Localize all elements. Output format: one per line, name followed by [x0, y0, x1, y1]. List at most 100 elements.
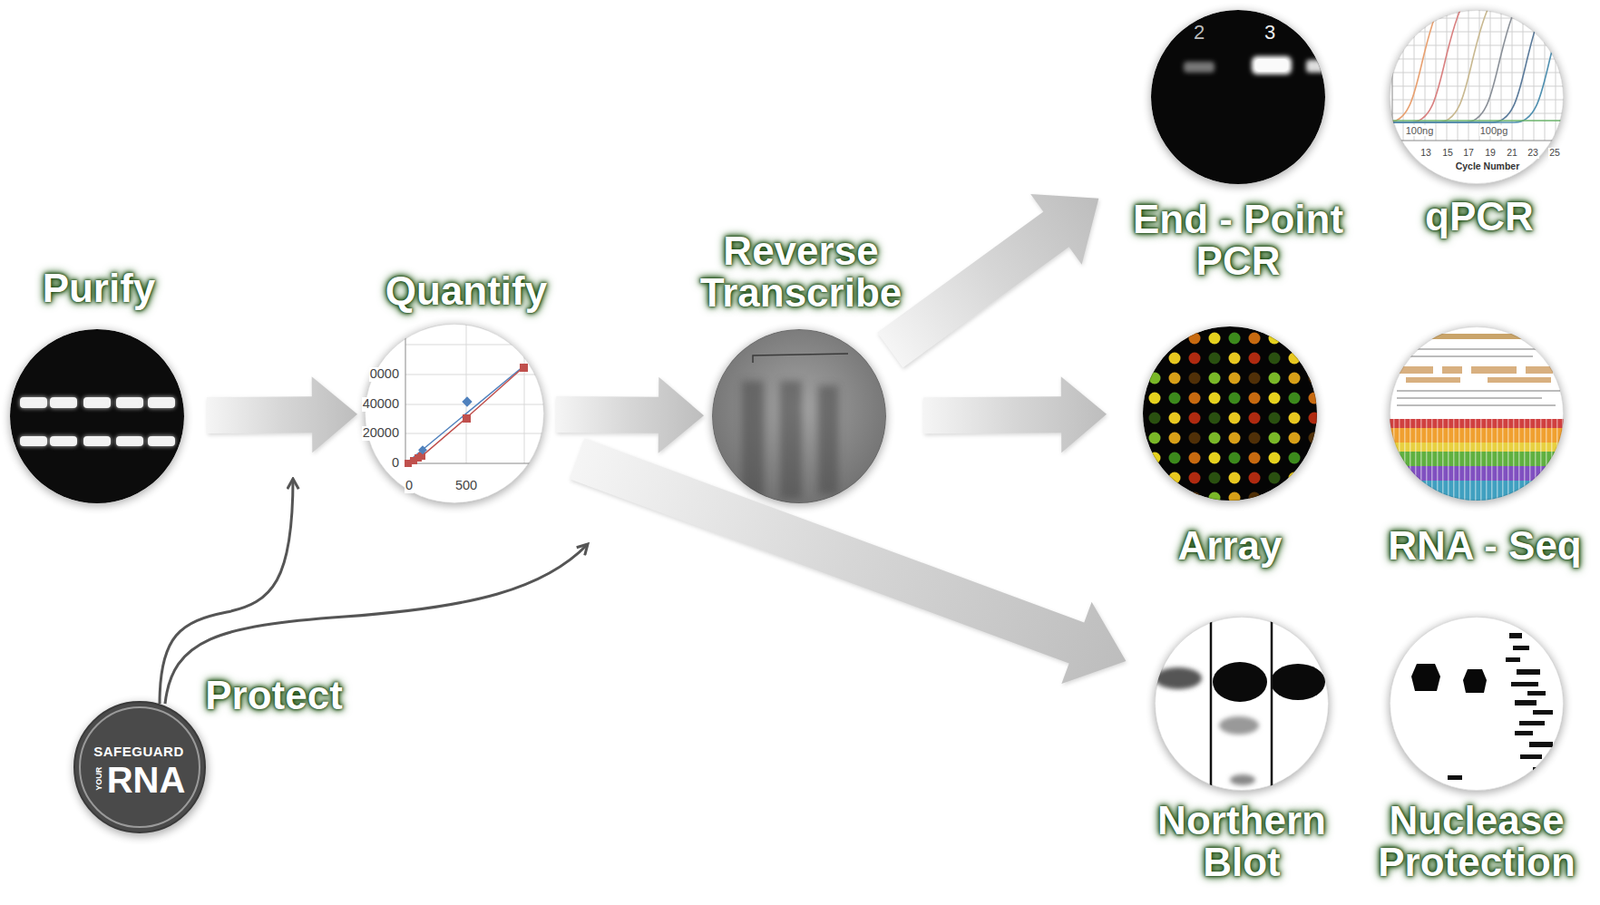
gridline: [466, 321, 468, 464]
pcr-gel-image: [1151, 9, 1327, 185]
data-point: [461, 396, 472, 407]
x-axis: [1392, 140, 1564, 142]
axis-tick: 13: [1419, 147, 1433, 159]
circle-ring: [1151, 10, 1326, 185]
circle-ring: [1390, 327, 1564, 501]
blot-smear: [1219, 716, 1259, 735]
ladder-band: [1509, 633, 1522, 639]
shadow: [1141, 327, 1318, 504]
band: [1183, 61, 1215, 73]
step-circle: Nuclease Protection: [1389, 616, 1564, 791]
data-points: [404, 363, 528, 468]
lane-divider: [1209, 616, 1213, 794]
gel-ground: [1389, 616, 1564, 791]
standard-curve-chart: [364, 321, 549, 504]
exon: [1405, 377, 1461, 383]
gridline: [1392, 31, 1564, 33]
lane-number: 3: [1263, 21, 1277, 44]
data-point: [418, 445, 428, 455]
shadow: [1153, 617, 1330, 794]
rt-gel-image: [712, 329, 887, 504]
axis-tick: 500: [454, 478, 479, 494]
circle-ring: [1390, 617, 1564, 791]
gridline: [1392, 45, 1564, 47]
protect-pointer: [159, 478, 293, 704]
shadow: [1388, 10, 1565, 187]
smear: [780, 380, 802, 499]
gridline: [1392, 58, 1564, 60]
track-line: [1396, 355, 1533, 358]
microarray-image: [1142, 326, 1318, 501]
axis-title: Cycle Number: [1454, 161, 1522, 173]
data-point: [519, 363, 528, 372]
circle-ring: [712, 330, 887, 504]
smear: [818, 385, 839, 495]
shadow: [9, 330, 186, 507]
exon: [1442, 366, 1463, 374]
gridline: [1392, 72, 1564, 74]
circle-shadows: [9, 10, 1565, 838]
ladder-band: [1532, 710, 1553, 715]
badge-ring: [79, 707, 200, 828]
blot-band: [1212, 662, 1268, 703]
step-circle: Array: [1142, 326, 1318, 501]
ladder-band: [1514, 700, 1537, 706]
circle-outline: [1151, 9, 1326, 185]
rna-gel-image: [9, 329, 185, 504]
array-ground: [1142, 326, 1318, 501]
ladder-band: [1511, 682, 1539, 687]
axis-tick: 25: [1548, 147, 1561, 159]
curve: [1387, 0, 1465, 123]
smear: [741, 380, 764, 499]
step-title: Array: [1178, 525, 1283, 567]
circle-outline: [1389, 326, 1564, 501]
axis-tick: 20000: [361, 426, 400, 441]
genome-browser-image: [1387, 326, 1570, 501]
blot-smear: [1229, 774, 1256, 786]
exon-bars: [1396, 366, 1553, 383]
amplification-plot: [1387, 0, 1570, 185]
coverage-stripes: [1387, 419, 1570, 501]
step-circle: Reverse Transcribe: [712, 329, 887, 504]
ladder-band: [1514, 731, 1533, 736]
axis-tick: 19: [1483, 147, 1497, 159]
step-title: RNA - Seq: [1387, 525, 1582, 567]
badge-text: YOUR: [95, 767, 104, 791]
gridline: [1392, 113, 1564, 115]
axis-tick: 23: [1526, 147, 1540, 159]
step-title: End - Point PCR: [1120, 198, 1357, 283]
array-spots: [1142, 326, 1318, 501]
step-title: Northern Blot: [1132, 800, 1351, 884]
ladder-band: [1527, 691, 1546, 696]
exon: [1471, 366, 1517, 374]
gridlines: [405, 321, 549, 464]
shadow: [1388, 617, 1565, 794]
axis-tick: 0: [390, 456, 400, 471]
ladder-band: [1541, 778, 1555, 782]
gridline: [405, 374, 549, 376]
ladder-band: [1529, 741, 1553, 748]
step-title: Quantify: [385, 270, 547, 313]
exon: [1525, 366, 1553, 374]
trend-line: [408, 367, 524, 464]
curve: [1387, 0, 1570, 123]
step-circle: RNA - Seq: [1389, 326, 1564, 501]
gridline: [1392, 86, 1564, 88]
circle-ring: [1390, 10, 1564, 185]
curve: [1387, 0, 1443, 123]
chart-ground: [364, 323, 545, 504]
curve-label: 100ng: [1404, 125, 1435, 137]
data-points: [418, 396, 473, 455]
shadow: [711, 330, 888, 507]
step-circle: End - Point PCR: [1151, 9, 1326, 185]
gridline: [524, 321, 526, 464]
curve-label: 100pg: [1479, 125, 1510, 137]
trend-line: [408, 366, 524, 462]
y-axis: [1392, 4, 1394, 141]
x-axis: [405, 463, 549, 465]
circle-outline: [364, 323, 545, 504]
axis-tick: 40000: [361, 397, 400, 412]
